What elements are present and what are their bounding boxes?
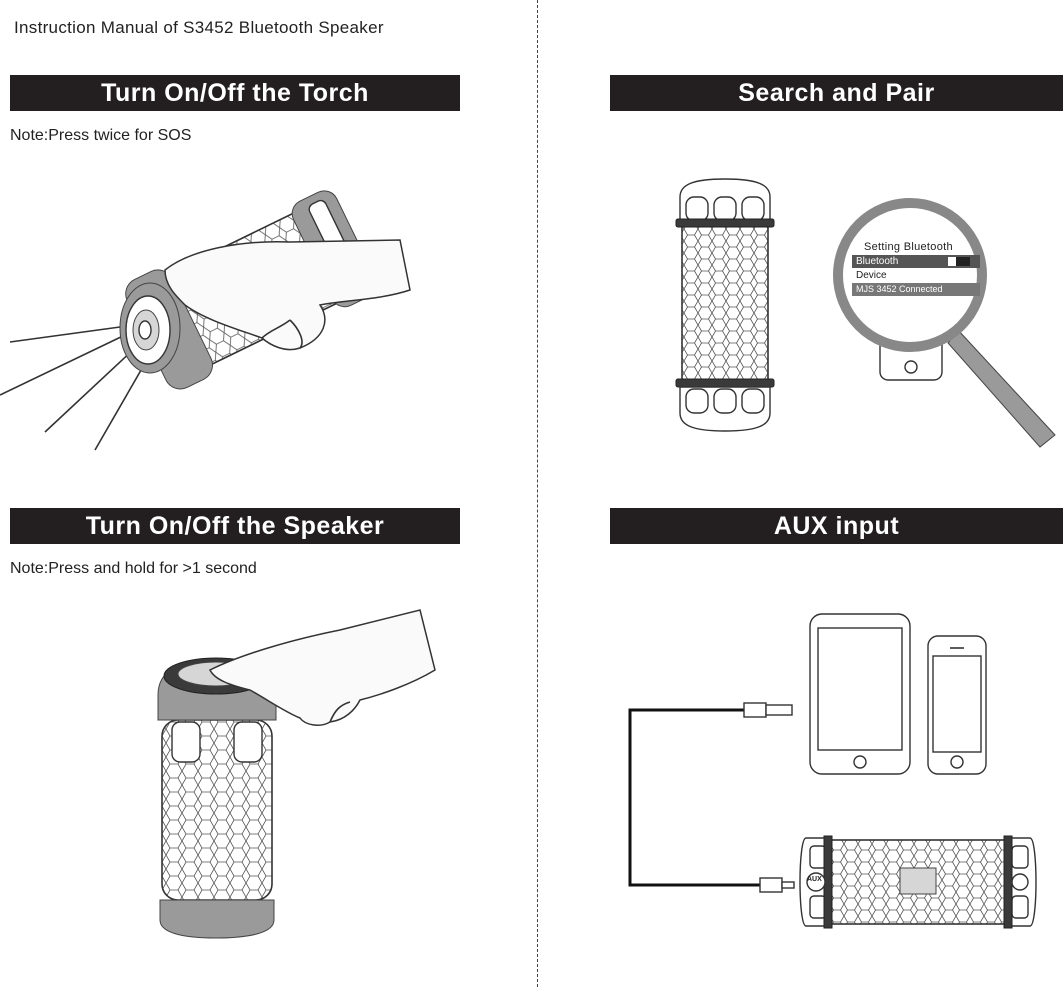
aux-heading: AUX input <box>610 508 1063 544</box>
aux-illustration <box>620 610 1050 930</box>
torch-illustration <box>0 170 440 455</box>
audio-jack-icon <box>760 878 794 892</box>
speaker-power-illustration <box>150 610 460 940</box>
pair-heading: Search and Pair <box>610 75 1063 111</box>
tablet-icon <box>810 614 910 774</box>
speaker-heading: Turn On/Off the Speaker <box>10 508 460 544</box>
magnifier-icon <box>840 195 1063 445</box>
phone-screen-connected: MJS 3452 Connected <box>856 284 943 294</box>
speaker-upright-illustration <box>670 175 780 435</box>
usb-plug-icon <box>744 703 792 717</box>
phone-screen-device: Device <box>856 270 887 281</box>
phone-icon <box>928 636 986 774</box>
document-title: Instruction Manual of S3452 Bluetooth Sp… <box>14 18 384 38</box>
torch-note: Note:Press twice for SOS <box>10 127 191 145</box>
speaker-note: Note:Press and hold for >1 second <box>10 560 257 578</box>
phone-screen-bluetooth: Bluetooth <box>856 256 898 267</box>
torch-heading: Turn On/Off the Torch <box>10 75 460 111</box>
phone-screen-header: Setting Bluetooth <box>864 241 953 253</box>
aux-button-label: AUX <box>807 876 822 883</box>
column-divider <box>537 0 538 987</box>
